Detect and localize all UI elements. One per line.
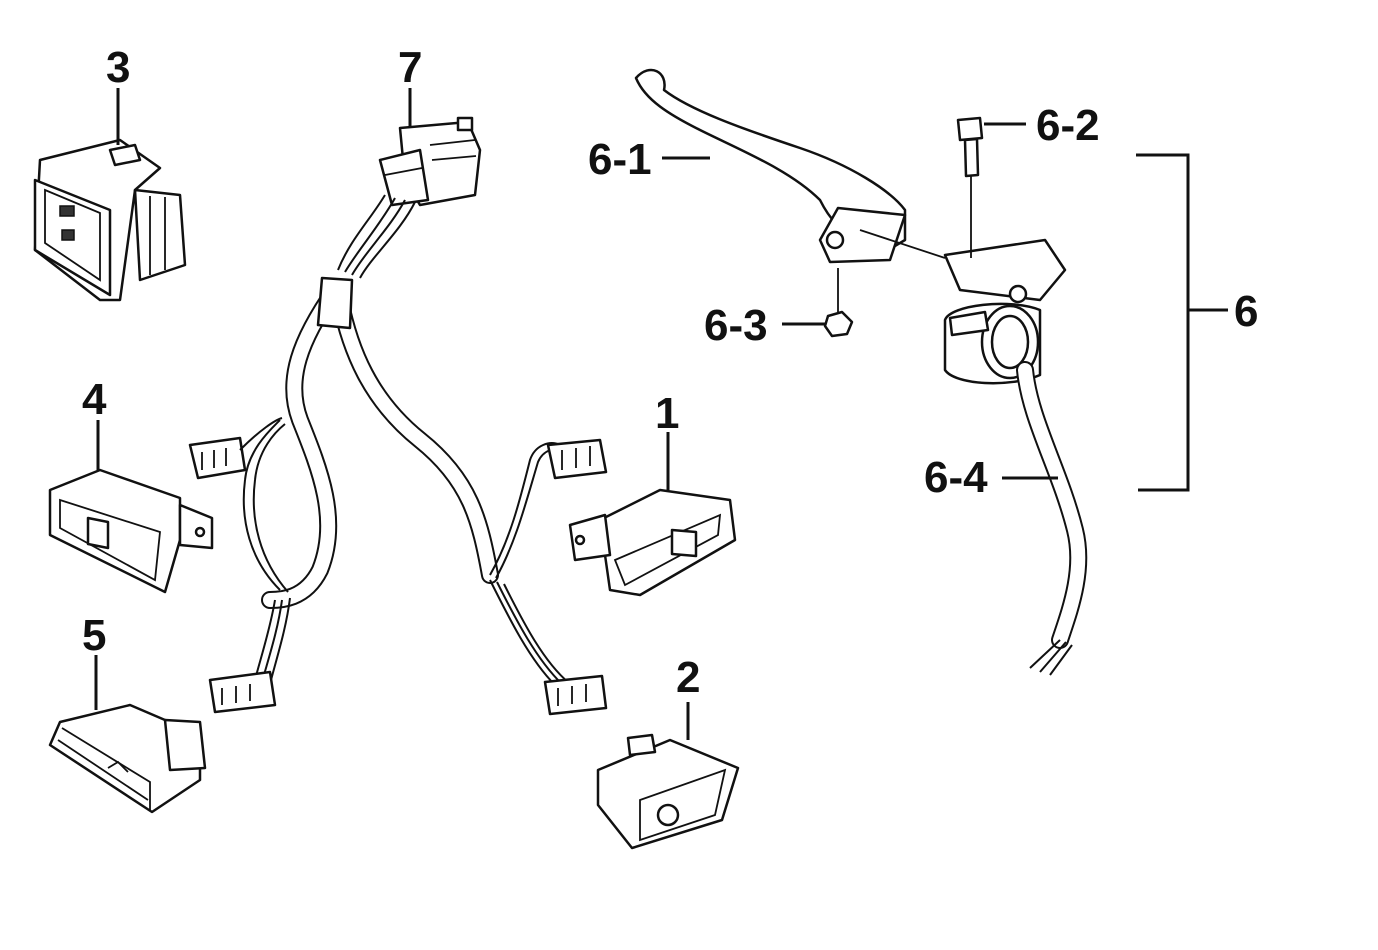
part-7-wiring-harness xyxy=(188,116,608,716)
part-5-horn-switch xyxy=(48,703,207,814)
part-4-label: 4 xyxy=(82,375,107,424)
part-4-switch xyxy=(48,468,214,594)
part-6-2-bolt xyxy=(956,116,984,142)
part-6-label: 6 xyxy=(1234,287,1258,336)
part-3-rocker-switch xyxy=(33,138,187,302)
part-1-switch xyxy=(568,488,737,597)
part-6-bracket xyxy=(1136,153,1228,492)
part-7-label: 7 xyxy=(398,43,422,92)
part-6-3-nut xyxy=(823,310,854,338)
part-6-lever-assembly xyxy=(634,68,1088,676)
part-2-label: 2 xyxy=(676,653,700,702)
part-3-label: 3 xyxy=(106,43,130,92)
part-6-4-label: 6-4 xyxy=(924,453,988,502)
part-1-label: 1 xyxy=(655,389,679,438)
part-6-2-label: 6-2 xyxy=(1036,101,1100,150)
part-6-1-label: 6-1 xyxy=(588,135,652,184)
part-2-starter-switch xyxy=(596,733,740,850)
part-5-label: 5 xyxy=(82,611,106,660)
part-6-3-label: 6-3 xyxy=(704,301,768,350)
